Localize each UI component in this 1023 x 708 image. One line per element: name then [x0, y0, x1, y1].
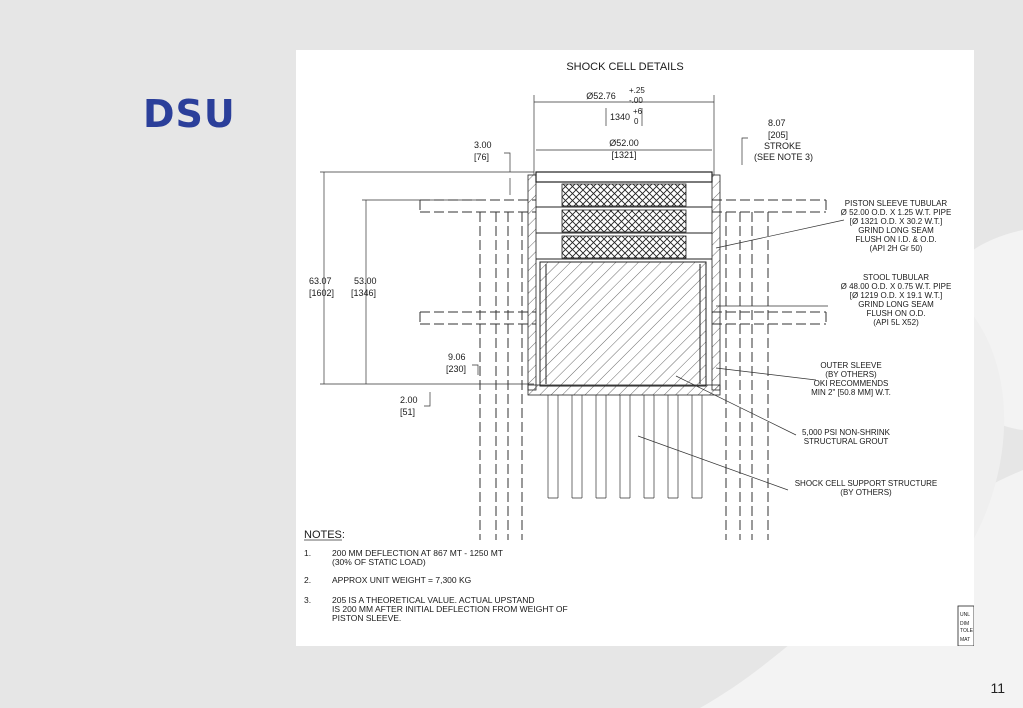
svg-text:(BY OTHERS): (BY OTHERS): [840, 488, 892, 497]
svg-text:STRUCTURAL GROUT: STRUCTURAL GROUT: [804, 437, 889, 446]
height-inner-in: 53.00: [354, 276, 377, 286]
svg-text:OUTER SLEEVE: OUTER SLEEVE: [820, 361, 881, 370]
drawing-title: SHOCK CELL DETAILS: [566, 61, 683, 73]
svg-text:0: 0: [634, 117, 639, 126]
dim-top-in: 3.00: [474, 140, 492, 150]
callout-outer-sleeve: OUTER SLEEVE (BY OTHERS) OKI RECOMMENDS …: [811, 361, 891, 397]
support-structure: [419, 199, 827, 540]
support-legs: [547, 395, 703, 499]
svg-text:PISTON SLEEVE.: PISTON SLEEVE.: [332, 613, 401, 623]
piston-sleeve: [535, 171, 713, 260]
slide-title: DSU: [143, 92, 236, 136]
svg-text:+.25: +.25: [629, 86, 645, 95]
svg-text:(30% OF STATIC LOAD): (30% OF STATIC LOAD): [332, 557, 426, 567]
svg-text:3.: 3.: [304, 595, 311, 605]
svg-text:[1321]: [1321]: [611, 150, 636, 160]
stroke-label: STROKE: [764, 141, 801, 151]
svg-text:APPROX UNIT WEIGHT = 7,300 KG: APPROX UNIT WEIGHT = 7,300 KG: [332, 575, 471, 585]
svg-text:2.: 2.: [304, 575, 311, 585]
svg-text:PISTON SLEEVE TUBULAR: PISTON SLEEVE TUBULAR: [845, 199, 948, 208]
callout-stool-tubular: STOOL TUBULAR Ø 48.00 O.D. X 0.75 W.T. P…: [841, 273, 952, 327]
height-total-in: 63.07: [309, 276, 332, 286]
svg-text:FLUSH ON I.D. & O.D.: FLUSH ON I.D. & O.D.: [855, 235, 936, 244]
callout-grout: 5,000 PSI NON-SHRINK STRUCTURAL GROUT: [802, 428, 891, 446]
stool-grout: [539, 261, 707, 387]
svg-text:Ø 48.00 O.D. X 0.75 W.T. PIPE: Ø 48.00 O.D. X 0.75 W.T. PIPE: [841, 282, 952, 291]
height-total-mm: [1602]: [309, 288, 334, 298]
svg-text:GRIND LONG SEAM: GRIND LONG SEAM: [858, 300, 934, 309]
svg-text:MIN 2" [50.8 MM] W.T.: MIN 2" [50.8 MM] W.T.: [811, 388, 891, 397]
outer-diameter-dimension: Ø52.76 +.25 -.00 1340 +6 0: [533, 86, 715, 175]
svg-text:UNL: UNL: [960, 612, 970, 618]
dim-906-mm: [230]: [446, 364, 466, 374]
svg-text:IS 200 MM AFTER INITIAL DEFLEC: IS 200 MM AFTER INITIAL DEFLECTION FROM …: [332, 604, 568, 614]
svg-text:Ø52.00: Ø52.00: [609, 138, 639, 148]
svg-text:1340: 1340: [610, 112, 630, 122]
leader-lines: [637, 219, 845, 491]
callout-support-structure: SHOCK CELL SUPPORT STRUCTURE (BY OTHERS): [795, 479, 938, 497]
notes-heading: NOTES:: [304, 529, 345, 541]
svg-text:OKI RECOMMENDS: OKI RECOMMENDS: [814, 379, 889, 388]
svg-text:-.00: -.00: [629, 96, 643, 105]
svg-text:[Ø 1219 O.D. X 19.1 W.T.]: [Ø 1219 O.D. X 19.1 W.T.]: [850, 291, 942, 300]
svg-text:200 MM DEFLECTION AT 867 MT -: 200 MM DEFLECTION AT 867 MT - 1250 MT: [332, 548, 503, 558]
svg-text:SHOCK CELL SUPPORT STRUCTURE: SHOCK CELL SUPPORT STRUCTURE: [795, 479, 938, 488]
dim-906-in: 9.06: [448, 352, 466, 362]
svg-text:MAT: MAT: [960, 637, 970, 643]
svg-text:GRIND LONG SEAM: GRIND LONG SEAM: [858, 226, 934, 235]
stroke-mm: [205]: [768, 130, 788, 140]
inner-diameter-dimension: Ø52.00 [1321]: [536, 138, 712, 160]
svg-text:[Ø 1321 O.D. X 30.2 W.T.]: [Ø 1321 O.D. X 30.2 W.T.]: [850, 217, 942, 226]
notes: NOTES: 1. 200 MM DEFLECTION AT 867 MT - …: [304, 529, 568, 623]
dim-200-in: 2.00: [400, 395, 418, 405]
page-number: 11: [990, 680, 1005, 696]
corner-title-block: UNL DIM TOLE MAT: [957, 605, 974, 646]
stroke-in: 8.07: [768, 118, 786, 128]
svg-text:(API 2H Gr 50): (API 2H Gr 50): [870, 244, 923, 253]
engineering-drawing: SHOCK CELL DETAILS Ø52.76 +.25 -.00 1340…: [296, 50, 974, 646]
svg-text:5,000 PSI NON-SHRINK: 5,000 PSI NON-SHRINK: [802, 428, 891, 437]
svg-text:+6: +6: [633, 107, 643, 116]
callout-piston-sleeve: PISTON SLEEVE TUBULAR Ø 52.00 O.D. X 1.2…: [841, 199, 952, 253]
svg-text:205 IS A THEORETICAL VALUE. A: 205 IS A THEORETICAL VALUE. ACTUAL UPSTA…: [332, 595, 535, 605]
svg-text:Ø52.76: Ø52.76: [586, 91, 616, 101]
stroke-note: (SEE NOTE 3): [754, 152, 813, 162]
shock-cell-drawing: SHOCK CELL DETAILS Ø52.76 +.25 -.00 1340…: [304, 61, 974, 646]
svg-text:Ø 52.00 O.D. X 1.25 W.T. PIPE: Ø 52.00 O.D. X 1.25 W.T. PIPE: [841, 208, 952, 217]
svg-text:TOLE: TOLE: [960, 628, 974, 634]
svg-text:(BY OTHERS): (BY OTHERS): [825, 370, 877, 379]
dim-top-mm: [76]: [474, 152, 489, 162]
svg-text:1.: 1.: [304, 548, 311, 558]
svg-text:DIM: DIM: [960, 621, 969, 627]
svg-text:FLUSH ON O.D.: FLUSH ON O.D.: [866, 309, 925, 318]
height-inner-mm: [1346]: [351, 288, 376, 298]
svg-text:(API 5L X52): (API 5L X52): [873, 318, 919, 327]
dim-200-mm: [51]: [400, 407, 415, 417]
svg-text:STOOL TUBULAR: STOOL TUBULAR: [863, 273, 929, 282]
